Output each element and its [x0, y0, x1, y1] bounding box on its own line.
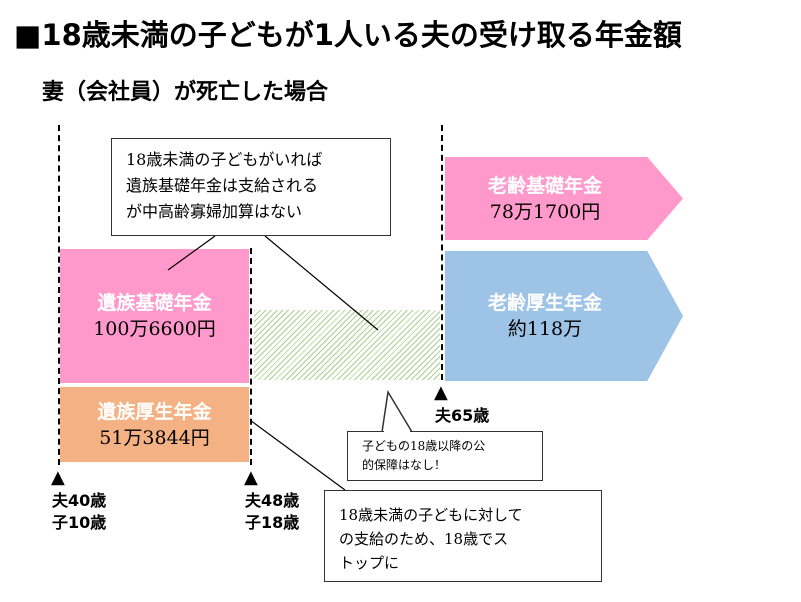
- timeline-divider-48: [250, 248, 252, 465]
- survivor-basic-pension-amount: 100万6600円: [93, 318, 216, 340]
- bottom-callout-line-3: トップに: [339, 554, 400, 572]
- bottom-callout-line-1: 18歳未満の子どもに対して: [339, 506, 523, 524]
- bottom-callout: 18歳未満の子どもに対して の支給のため、18歳でス トップに: [324, 490, 602, 582]
- marker-40-triangle: ▲: [51, 467, 65, 488]
- survivor-basic-pension-box: 遺族基礎年金 100万6600円: [60, 249, 249, 383]
- leader-line-top-left: [167, 235, 216, 271]
- marker-65-line-1: 夫65歳: [435, 406, 490, 425]
- old-age-basic-pension-text: 老齢基礎年金 78万1700円: [445, 157, 645, 240]
- bottom-callout-line-2: の支給のため、18歳でス: [339, 530, 509, 548]
- gap-callout: 子どもの18歳以降の公 的保障はなし！: [347, 431, 543, 481]
- timeline-divider-65: [441, 125, 443, 380]
- old-age-employee-pension-text: 老齢厚生年金 約118万: [445, 251, 645, 381]
- top-callout-line-1: 18歳未満の子どもがいれば: [126, 150, 323, 169]
- marker-48-line-2: 子18歳: [245, 513, 300, 532]
- leader-line-bottom: [249, 419, 346, 491]
- marker-40-label: 夫40歳 子10歳: [52, 490, 106, 534]
- top-callout-line-2: 遺族基礎年金は支給される: [126, 176, 319, 195]
- marker-65-triangle: ▲: [434, 382, 448, 403]
- top-callout-line-3: が中高齢寡婦加算はない: [126, 202, 303, 221]
- top-callout: 18歳未満の子どもがいれば 遺族基礎年金は支給される が中高齢寡婦加算はない: [111, 138, 391, 236]
- old-age-basic-pension-label: 老齢基礎年金: [487, 174, 602, 197]
- gap-callout-tail: [381, 389, 414, 433]
- marker-65-label: 夫65歳: [435, 405, 489, 427]
- no-coverage-gap-area: [254, 310, 440, 380]
- gap-callout-line-2: 的保障はなし！: [362, 458, 447, 472]
- gap-callout-tail-cover: [384, 430, 410, 433]
- leader-line-top-right: [264, 235, 379, 331]
- gap-callout-line-1: 子どもの18歳以降の公: [362, 439, 486, 453]
- old-age-basic-pension-amount: 78万1700円: [489, 200, 601, 223]
- old-age-basic-pension-arrow: [445, 157, 683, 240]
- page-title: ■18歳未満の子どもが1人いる夫の受け取る年金額: [14, 18, 682, 52]
- survivor-employee-pension-amount: 51万3844円: [99, 426, 210, 449]
- timeline-divider-40: [58, 125, 60, 465]
- page-subtitle: 妻（会社員）が死亡した場合: [42, 80, 329, 105]
- survivor-basic-pension-label: 遺族基礎年金: [97, 292, 212, 314]
- old-age-employee-pension-amount: 約118万: [507, 318, 583, 340]
- old-age-employee-pension-label: 老齢厚生年金: [487, 292, 602, 314]
- marker-48-triangle: ▲: [244, 467, 258, 488]
- survivor-employee-pension-box: 遺族厚生年金 51万3844円: [60, 387, 249, 462]
- marker-48-label: 夫48歳 子18歳: [245, 490, 299, 534]
- old-age-employee-pension-arrow: [445, 251, 683, 381]
- marker-40-line-1: 夫40歳: [52, 491, 107, 510]
- marker-48-line-1: 夫48歳: [245, 491, 300, 510]
- survivor-employee-pension-label: 遺族厚生年金: [97, 400, 212, 423]
- marker-40-line-2: 子10歳: [52, 513, 107, 532]
